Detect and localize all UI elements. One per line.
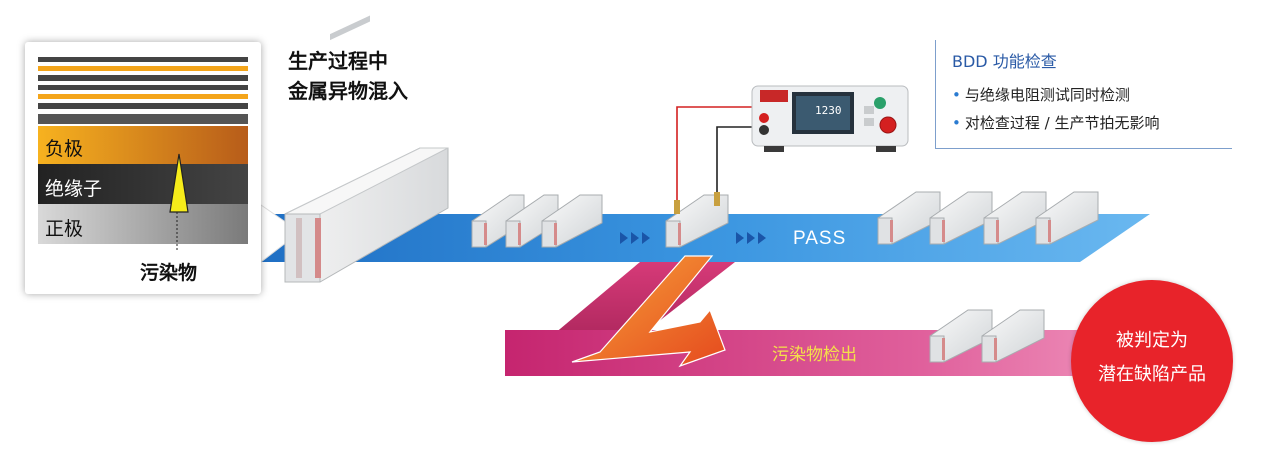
bdd-info-title: BDD 功能检查	[952, 52, 1057, 71]
cells-left-group	[471, 194, 603, 248]
instrument-display-value: 1230	[815, 104, 842, 117]
cells-pass-group	[877, 191, 1099, 245]
black-test-lead	[716, 126, 752, 200]
title-line-2: 金属异物混入	[288, 79, 408, 103]
bullet-icon: •	[952, 86, 961, 104]
bdd-info-item-2: •对检查过程 / 生产节拍无影响	[952, 114, 1160, 132]
title-line-1: 生产过程中	[288, 49, 388, 73]
process-title: 生产过程中 金属异物混入	[288, 46, 408, 106]
negative-electrode-label: 负极	[45, 138, 84, 160]
positive-electrode-label: 正极	[45, 218, 84, 240]
insulation-tester	[751, 85, 909, 152]
bdd-info-box: BDD 功能检查 •与绝缘电阻测试同时检测 •对检查过程 / 生产节拍无影响	[935, 40, 1232, 149]
contaminant-particle	[169, 153, 189, 213]
reject-arrow	[571, 255, 726, 368]
cells-rejected-group	[929, 309, 1045, 363]
cross-section-layers	[38, 57, 248, 250]
judgement-line-2: 潜在缺陷产品	[1098, 364, 1206, 385]
flow-chevrons	[620, 232, 766, 244]
pass-label: PASS	[793, 228, 847, 249]
large-battery-cell	[284, 15, 449, 283]
defect-judgement-badge: 被判定为 潜在缺陷产品	[1071, 280, 1233, 442]
bdd-info-item-1: •与绝缘电阻测试同时检测	[952, 86, 1130, 104]
separator-label: 绝缘子	[45, 178, 103, 200]
cross-section-panel: 负极 绝缘子 正极	[25, 42, 261, 294]
bullet-icon: •	[952, 114, 961, 132]
contamination-detected-label: 污染物检出	[772, 345, 857, 365]
cell-under-test	[665, 194, 729, 248]
red-test-lead	[676, 106, 752, 208]
judgement-line-1: 被判定为	[1116, 330, 1188, 351]
contaminant-label: 污染物	[140, 262, 198, 284]
